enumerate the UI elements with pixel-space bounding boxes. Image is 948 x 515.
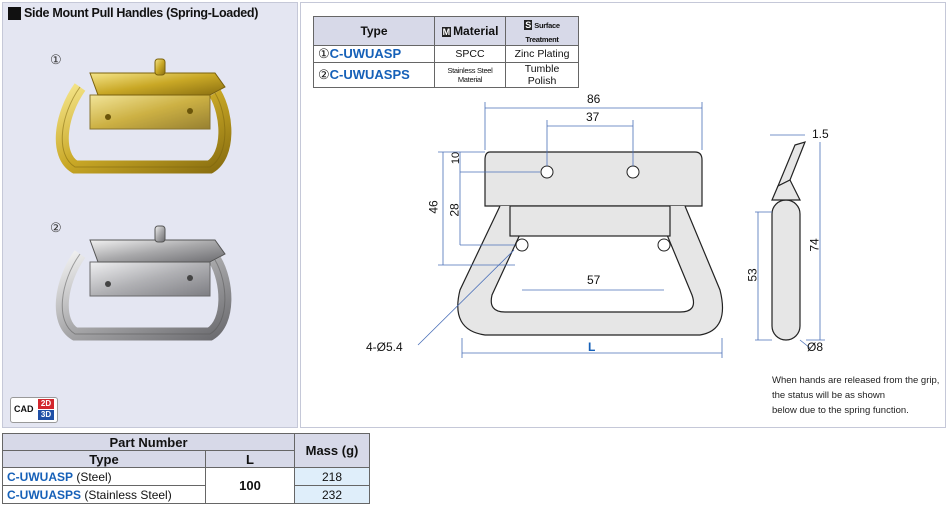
spring-function-note: When hands are released from the grip, t…: [772, 373, 939, 418]
note-line: the status will be as shown: [772, 390, 886, 401]
spec-row: ②C-UWUASPS Stainless Steel Material Tumb…: [313, 62, 579, 88]
dim-53: 53: [745, 268, 760, 282]
spec-row-material: Stainless Steel Material: [434, 62, 506, 88]
dim-L: L: [588, 340, 596, 354]
part-number-table: Part Number Mass (g) Type L C-UWUASP (St…: [2, 433, 370, 504]
spec-row-marker: ①: [318, 46, 330, 61]
cad-download-badge[interactable]: CAD 2D 3D: [10, 397, 58, 423]
dim-57: 57: [587, 273, 601, 287]
dim-74: 74: [807, 238, 822, 252]
photo-panel-title-text: Side Mount Pull Handles (Spring-Loaded): [24, 6, 259, 20]
material-letter-icon: M: [441, 27, 452, 37]
part-number-link[interactable]: C-UWUASP: [7, 469, 73, 484]
note-line: below due to the spring function.: [772, 405, 909, 416]
stainless-handle-photo: [55, 225, 232, 341]
dim-d8: Ø8: [807, 340, 824, 354]
cad-3d-badge[interactable]: 3D: [38, 410, 54, 420]
spec-row-material: SPCC: [434, 45, 506, 63]
spec-row: ①C-UWUASP SPCC Zinc Plating: [313, 45, 579, 63]
spec-row-type[interactable]: ②C-UWUASPS: [313, 62, 435, 88]
mass-value: 218: [294, 467, 370, 486]
table-row: C-UWUASPS (Stainless Steel) 232: [2, 485, 370, 504]
spec-row-treatment: Tumble Polish: [505, 62, 579, 88]
table-row: C-UWUASP (Steel) 100 218: [2, 467, 370, 504]
spec-header-type: Type: [313, 16, 435, 46]
cad-label: CAD: [14, 404, 34, 414]
dim-1-5: 1.5: [812, 127, 829, 141]
dim-28: 28: [447, 203, 462, 217]
L-header: L: [205, 450, 295, 468]
title-square-icon: [8, 6, 21, 20]
dim-10: 10: [450, 151, 463, 165]
hole-callout: 4-Ø5.4: [366, 340, 403, 354]
mass-header: Mass (g): [294, 433, 370, 468]
spec-row-type[interactable]: ①C-UWUASP: [313, 45, 435, 63]
part-type-cell[interactable]: C-UWUASP (Steel): [2, 467, 206, 486]
dim-46: 46: [426, 200, 441, 214]
part-material: (Stainless Steel): [81, 487, 172, 502]
type-header: Type: [2, 450, 206, 468]
spec-row-type-text[interactable]: C-UWUASPS: [329, 67, 410, 82]
handle-drawing: [417, 102, 825, 358]
item2-marker: ②: [50, 220, 62, 235]
spec-row-treatment: Zinc Plating: [505, 45, 579, 63]
item1-marker: ①: [50, 52, 62, 67]
spec-header-treatment-text: Surface Treatment: [525, 21, 560, 44]
spec-row-marker: ②: [318, 67, 330, 82]
dim-86: 86: [587, 92, 601, 106]
part-number-link[interactable]: C-UWUASPS: [7, 487, 81, 502]
cad-2d-badge[interactable]: 2D: [38, 399, 54, 409]
mass-value: 232: [294, 485, 370, 504]
spec-header-material-text: Material: [453, 24, 499, 38]
dim-37: 37: [586, 110, 600, 124]
part-material: (Steel): [73, 469, 112, 484]
part-type-cell[interactable]: C-UWUASPS (Stainless Steel): [2, 485, 206, 504]
photo-panel-title: Side Mount Pull Handles (Spring-Loaded): [8, 6, 258, 20]
L-value: 100: [205, 467, 295, 504]
note-line: When hands are released from the grip,: [772, 375, 940, 386]
part-number-header: Part Number: [2, 433, 295, 451]
treatment-letter-icon: S: [524, 20, 533, 30]
zinc-handle-photo: [55, 58, 232, 174]
spec-row-type-text[interactable]: C-UWUASP: [329, 46, 402, 61]
